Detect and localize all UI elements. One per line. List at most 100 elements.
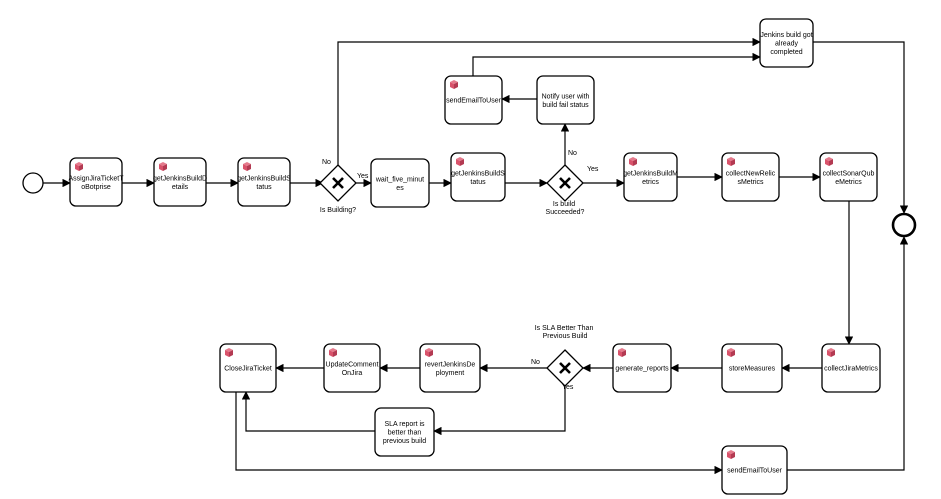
task-label-line: better than — [388, 430, 422, 437]
task-label-line: revertJenkinsDe — [425, 361, 476, 368]
start-event[interactable] — [22, 172, 44, 194]
script-cube-icon — [629, 157, 637, 166]
task-label-line: build fail status — [542, 102, 589, 109]
task-close-jira[interactable]: CloseJiraTicket — [219, 343, 277, 393]
task-label-line: oBotprise — [81, 184, 111, 191]
script-cube-icon — [243, 162, 251, 171]
task-label-line: eMetrics — [835, 179, 862, 186]
flow-sla-to-close — [241, 391, 375, 432]
script-cube-icon — [329, 348, 337, 357]
script-cube-icon — [425, 348, 433, 357]
end-event-circle — [891, 212, 917, 238]
task-label: sendEmailToUser — [727, 468, 783, 475]
task-box — [821, 343, 881, 393]
task-store-measures[interactable]: storeMeasures — [721, 343, 783, 393]
task-box — [153, 157, 207, 207]
gateway-is-sla-better[interactable]: Is SLA Better Than Previous Build — [535, 325, 596, 387]
task-revert-deployment[interactable]: revertJenkinsDe ployment — [419, 343, 481, 393]
task-label-line: previous build — [383, 438, 426, 445]
task-label-line: already — [775, 41, 798, 48]
task-send-email-bottom[interactable]: sendEmailToUser — [721, 445, 788, 495]
task-label-line: ployment — [436, 370, 464, 377]
task-label-line: collectJiraMetrics — [824, 366, 878, 373]
end-event[interactable] — [891, 212, 917, 238]
flow-label-building-yes: Yes — [357, 173, 369, 180]
task-label: CloseJiraTicket — [224, 366, 272, 373]
flow-label-sla-no: No — [531, 359, 540, 366]
gateway-is-build-succeeded[interactable]: Is build Succeeded? — [546, 164, 585, 216]
task-label-line: sendEmailToUser — [446, 98, 502, 105]
task-label: generate_reports — [615, 366, 669, 373]
task-box — [721, 152, 780, 202]
script-cube-icon — [618, 348, 626, 357]
task-label: sendEmailToUser — [446, 98, 502, 105]
task-collect-sonarqube[interactable]: collectSonarQub eMetrics — [819, 152, 878, 202]
task-label: Notify user with build fail status — [542, 93, 590, 109]
task-box — [623, 152, 678, 202]
script-cube-icon — [225, 348, 233, 357]
flow-label-succeeded-yes: Yes — [587, 166, 599, 173]
task-notify-fail[interactable]: Notify user with build fail status — [536, 75, 595, 125]
script-cube-icon — [727, 450, 735, 459]
task-box — [819, 152, 878, 202]
task-label-line: OnJira — [342, 370, 363, 377]
task-box — [536, 75, 595, 125]
task-label-line: UpdateComment — [326, 361, 379, 368]
flow-gateway3-yes-to-sla — [433, 385, 566, 436]
flow-label-succeeded-no: No — [568, 150, 577, 157]
task-generate-reports[interactable]: generate_reports — [612, 343, 672, 393]
task-collect-jira[interactable]: collectJiraMetrics — [821, 343, 881, 393]
task-label-line: collectNewRelic — [726, 170, 776, 177]
task-box — [370, 158, 430, 208]
exclusive-x-icon — [559, 177, 571, 189]
flow-label-building-no: No — [322, 159, 331, 166]
task-send-email-top[interactable]: sendEmailToUser — [444, 75, 503, 125]
task-label-line: collectSonarQub — [823, 170, 875, 177]
flow-gateway-no-to-completed — [337, 37, 761, 168]
gateway-label: Is Building? — [320, 207, 356, 214]
task-box — [323, 343, 381, 393]
task-label-line: getJenkinsBuildS — [237, 175, 291, 182]
task-label-line: Jenkins build got — [760, 32, 812, 39]
task-box — [721, 445, 788, 495]
task-label-line: generate_reports — [615, 366, 669, 373]
task-label-line: getJenkinsBuildS — [451, 170, 505, 177]
start-event-circle — [22, 172, 44, 194]
script-cube-icon — [75, 162, 83, 171]
flow-labels: No Yes No Yes No Yes — [322, 150, 599, 391]
task-label-line: completed — [770, 49, 802, 56]
script-cube-icon — [827, 348, 835, 357]
task-label-line: sendEmailToUser — [727, 468, 783, 475]
task-box — [444, 75, 503, 125]
script-cube-icon — [456, 157, 464, 166]
task-label: collectJiraMetrics — [824, 366, 878, 373]
exclusive-x-icon — [332, 177, 344, 189]
task-label-line: getJenkinsBuildM — [623, 170, 678, 177]
flow-email-to-completed — [472, 52, 761, 76]
gateway-is-building[interactable]: Is Building? — [319, 164, 357, 214]
task-label-line: getJenkinsBuildD — [153, 175, 207, 182]
task-box — [612, 343, 672, 393]
task-label-line: Notify user with — [542, 93, 590, 100]
task-box — [721, 343, 783, 393]
task-label: revertJenkinsDe ployment — [425, 361, 476, 377]
